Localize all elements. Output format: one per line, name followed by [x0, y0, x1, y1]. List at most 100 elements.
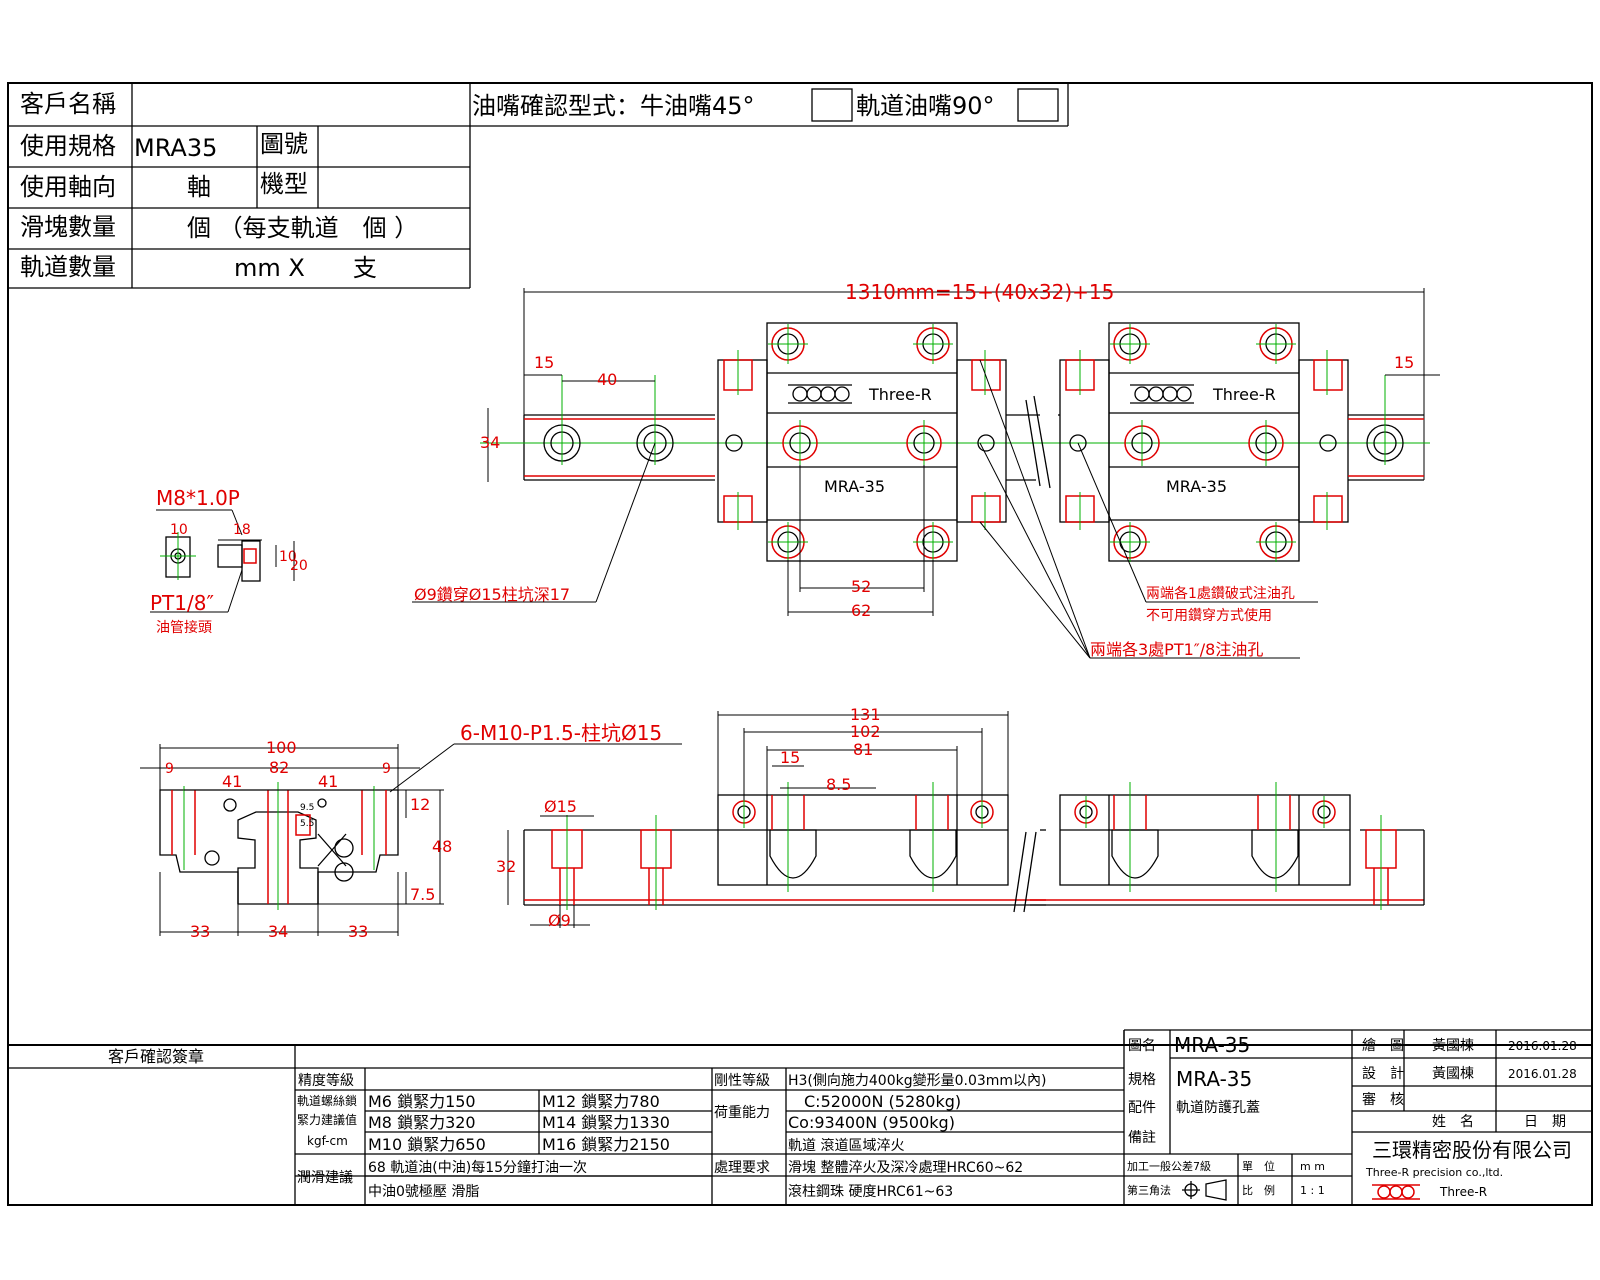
- end-view: 100 9 82 9 41 41 9.5 5.5 12 48 7.5 33 34…: [140, 721, 682, 941]
- load-co: Co:93400N (9500kg): [788, 1113, 955, 1132]
- process-3: 滾柱鋼珠 硬度HRC61~63: [788, 1184, 953, 1200]
- bolt-m12: M12 鎖緊力780: [542, 1092, 660, 1111]
- model-label: 機型: [260, 170, 308, 198]
- end-d9a: 9: [165, 761, 174, 777]
- draw-name: 黃國棟: [1432, 1038, 1474, 1054]
- side-view: 131 102 81 15 8.5 Ø15 32 Ø9: [496, 705, 1425, 930]
- block-qty-label: 滑塊數量: [20, 213, 116, 241]
- side-d85: 8.5: [826, 775, 851, 794]
- block2-model: MRA-35: [1166, 477, 1227, 496]
- side-d102: 102: [850, 722, 881, 741]
- check-label: 審 核: [1362, 1092, 1404, 1108]
- block1-model: MRA-35: [824, 477, 885, 496]
- scale-label: 比 例: [1242, 1183, 1275, 1197]
- bolt-label-1: 軌道螺絲鎖: [297, 1093, 357, 1108]
- side-d81: 81: [853, 740, 873, 759]
- customer-table: 客戶名稱 使用規格 MRA35 圖號 使用軸向 軸 機型 滑塊數量 個 （每支軌…: [8, 83, 471, 289]
- note-oil1-line1: 兩端各1處鑽破式注油孔: [1146, 586, 1295, 602]
- lube-1: 68 軌道油(中油)每15分鐘打油一次: [368, 1159, 587, 1176]
- note-oil2: 兩端各3處PT1″/8注油孔: [1090, 640, 1263, 659]
- checkbox-90[interactable]: [1017, 88, 1059, 122]
- three-r-logo-2: [1130, 384, 1194, 404]
- nipple-pt: PT1/8″: [150, 591, 214, 615]
- company-en: Three-R precision co.,ltd.: [1365, 1166, 1503, 1179]
- bolt-label-3: kgf-cm: [307, 1134, 348, 1148]
- bolt-m14: M14 鎖緊力1330: [542, 1113, 670, 1132]
- end-d33a: 33: [190, 922, 210, 941]
- part-label: 配件: [1128, 1100, 1156, 1116]
- precision-label: 精度等級: [298, 1072, 354, 1089]
- customer-name-label: 客戶名稱: [20, 90, 116, 118]
- third-angle-icon: [1182, 1179, 1227, 1201]
- block2-brand: Three-R: [1212, 385, 1276, 404]
- bottom-section: 客戶確認簽章 精度等級 剛性等級 H3(側向施力400kg變形量0.03mm以內…: [8, 1029, 1592, 1205]
- part-value: 軌道防護孔蓋: [1176, 1100, 1260, 1116]
- rail-qty-label: 軌道數量: [20, 253, 116, 281]
- side-d32: 32: [496, 857, 516, 876]
- dim-52: 52: [851, 577, 871, 596]
- axis-label: 使用軸向: [20, 173, 116, 201]
- top-view: 1310mm=15+(40x32)+15 15 40 34: [412, 280, 1440, 659]
- design-date: 2016.01.28: [1508, 1067, 1577, 1081]
- end-d9b: 9: [382, 761, 391, 777]
- bolt-m10: M10 鎖緊力650: [368, 1135, 486, 1154]
- rail-qty-value: mm X 支: [234, 254, 377, 282]
- block1-brand: Three-R: [868, 385, 932, 404]
- side-d15: 15: [780, 748, 800, 767]
- end-d41a: 41: [222, 772, 242, 791]
- oil-nozzle-box: 油嘴確認型式：牛油嘴45° 軌道油嘴90°: [470, 83, 1069, 127]
- design-label: 設 計: [1362, 1066, 1404, 1082]
- bolt-m8: M8 鎖緊力320: [368, 1113, 476, 1132]
- spec-label: 使用規格: [20, 132, 116, 160]
- nipple-detail: M8*1.0P 10 18 10 20 PT1/8″ 油管接頭: [150, 486, 308, 636]
- nipple-d20: 20: [290, 558, 308, 574]
- spec-value: MRA35: [134, 134, 217, 162]
- unit-label: 單 位: [1242, 1159, 1275, 1173]
- design-name: 黃國棟: [1432, 1066, 1474, 1082]
- nipple-d10b: 10: [279, 549, 297, 565]
- drawing-frame: [7, 82, 1593, 1206]
- lube-2: 中油0號極壓 滑脂: [368, 1183, 479, 1200]
- dim-40: 40: [597, 370, 617, 389]
- end-d100: 100: [266, 738, 297, 757]
- rigidity-value: H3(側向施力400kg變形量0.03mm以內): [788, 1073, 1047, 1089]
- end-small1: 9.5: [300, 803, 314, 813]
- process-1: 軌道 滾道區域淬火: [788, 1138, 904, 1154]
- company-name: 三環精密股份有限公司: [1372, 1138, 1572, 1162]
- draw-label: 繪 圖: [1362, 1037, 1404, 1054]
- dim-15-right: 15: [1394, 353, 1414, 372]
- remark-label: 備註: [1128, 1130, 1156, 1146]
- name-label: 姓 名: [1432, 1114, 1474, 1130]
- logo-text: Three-R: [1439, 1185, 1487, 1199]
- dim-62: 62: [851, 601, 871, 620]
- end-d82: 82: [269, 758, 289, 777]
- dim-15-left: 15: [534, 353, 554, 372]
- end-d34: 34: [268, 922, 288, 941]
- load-c: C:52000N (5280kg): [804, 1092, 961, 1111]
- total-length-dim: 1310mm=15+(40x32)+15: [845, 280, 1114, 304]
- three-r-logo-footer: [1372, 1184, 1420, 1200]
- lube-label: 潤滑建議: [297, 1169, 353, 1186]
- title-name: MRA-35: [1174, 1033, 1250, 1057]
- oil-nozzle-option2: 軌道油嘴90°: [856, 92, 995, 120]
- end-tap-note: 6-M10-P1.5-柱坑Ø15: [460, 721, 662, 745]
- tolerance: 加工一般公差7級: [1127, 1159, 1211, 1173]
- bolt-m6: M6 鎖緊力150: [368, 1092, 476, 1111]
- oil-nozzle-label: 油嘴確認型式：牛油嘴45°: [472, 92, 755, 120]
- end-d12: 12: [410, 795, 430, 814]
- end-d33b: 33: [348, 922, 368, 941]
- scale-value: 1 : 1: [1300, 1184, 1325, 1197]
- process-label: 處理要求: [714, 1160, 770, 1176]
- axis-value: 軸: [187, 173, 211, 201]
- load-label: 荷重能力: [714, 1105, 770, 1121]
- end-d75: 7.5: [410, 885, 435, 904]
- checkbox-45[interactable]: [811, 88, 853, 122]
- nipple-joint: 油管接頭: [156, 619, 212, 636]
- process-2: 滑塊 整體淬火及深冷處理HRC60~62: [788, 1159, 1023, 1176]
- stamp-label: 客戶確認簽章: [108, 1047, 204, 1066]
- side-phi9: Ø9: [548, 911, 571, 930]
- bolt-label-2: 緊力建議值: [297, 1112, 357, 1127]
- note-counterbore: Ø9鑽穿Ø15柱坑深17: [414, 585, 570, 604]
- end-small2: 5.5: [300, 819, 314, 829]
